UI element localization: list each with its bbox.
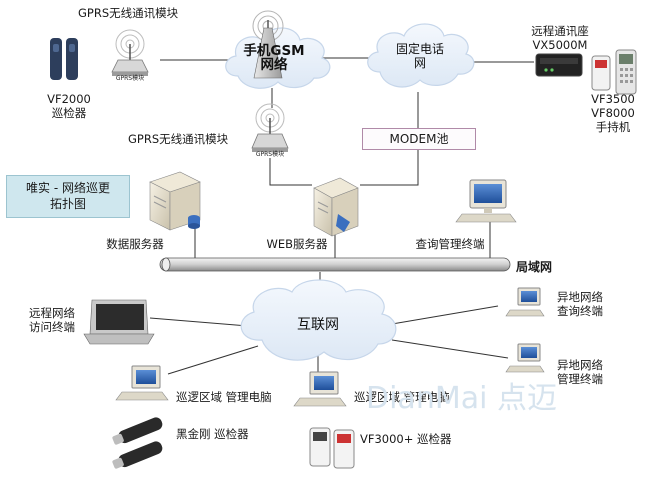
remote-mgmt-line-2: 管理终端 [557,372,603,386]
remote-query-line-1: 异地网络 [557,290,603,304]
diagram-title: 唯实 - 网络巡更 拓扑图 [6,175,130,218]
link-area-pc-1 [167,345,259,375]
gsm-cloud-line-2: 网络 [260,57,288,73]
lan-label: 局域网 [516,260,553,274]
gprs-top-label: GPRS无线通讯模块 [78,6,179,20]
gsm-cloud-line-1: 手机GSM [243,43,305,59]
remote-access-line-1: 远程网络 [29,306,75,320]
gprs-top-caption: GPRS模块 [115,75,145,82]
handheld-device-icon [591,49,637,95]
handheld-line-2: VF8000 [591,106,635,120]
vf3000-label: VF3000+ 巡检器 [360,432,452,446]
gprs-module-top-icon [111,29,149,76]
watermark: DianMai 点迈 [366,381,557,416]
handheld-line-3: 手持机 [595,120,631,134]
lan-bus [159,257,511,272]
link-remote-query [391,305,499,325]
internet-cloud [240,279,397,361]
handheld-label: VF3500 VF8000 手持机 [586,92,640,134]
remote-query-terminal-icon [505,287,545,317]
connection-lines [149,57,534,375]
remote-seat-line-1: 远程通讯座 [531,24,589,38]
link-gprs-web [269,158,312,186]
web-server-icon [313,177,359,237]
area-pc-1-icon [115,365,169,401]
link-remote-access [149,317,249,327]
fixed-cloud-line-1: 固定电话 [395,42,444,56]
remote-query-line-2: 查询终端 [557,304,603,318]
vf2000-line-2: 巡检器 [51,106,87,120]
web-server-label: WEB服务器 [266,237,328,251]
link-modem-web [360,150,419,186]
fixed-cloud-line-2: 网 [413,56,426,70]
diagram-title-line-2: 拓扑图 [49,197,86,211]
modem-pool-box: MODEM池 [362,128,476,150]
internet-cloud-label: 互联网 [297,317,339,333]
black-diamond-label: 黑金刚 巡检器 [176,427,249,441]
diagram-title-line-1: 唯实 - 网络巡更 [26,181,110,195]
link-remote-mgmt [391,339,509,359]
remote-access-line-2: 访问终端 [29,320,75,334]
gsm-tower-icon [252,10,284,79]
remote-mgmt-terminal-icon [505,343,545,373]
area-pc-1-label: 巡逻区域 管理电脑 [176,390,272,404]
remote-mgmt-label: 异地网络 管理终端 [552,358,608,386]
remote-mgmt-line-1: 异地网络 [557,358,603,372]
remote-seat-label: 远程通讯座 VX5000M [518,24,602,52]
vf2000-device-icon [50,38,78,80]
vf3000-device-icon [309,427,355,469]
fixed-phone-cloud-label: 固定电话 网 [384,42,456,70]
remote-seat-icon [535,53,583,77]
black-diamond-device-icon [112,417,163,469]
area-pc-2-label: 巡逻区域 管理电脑 [354,390,450,404]
data-server-label: 数据服务器 [106,237,164,251]
query-terminal-icon [455,179,517,223]
vf2000-line-1: VF2000 [47,92,91,106]
gprs-mid-label: GPRS无线通讯模块 [128,132,229,146]
gprs-module-mid-icon [251,103,289,152]
vf2000-label: VF2000 巡检器 [46,92,92,120]
gprs-mid-caption: GPRS模块 [255,151,285,158]
query-terminal-label: 查询管理终端 [415,237,485,251]
gsm-cloud-label: 手机GSM 网络 [238,44,310,72]
laptop-icon [83,299,155,345]
fixed-phone-cloud [367,23,475,88]
handheld-line-1: VF3500 [591,92,635,106]
area-pc-2-icon [293,371,347,407]
remote-seat-line-2: VX5000M [532,38,588,52]
data-server-icon [149,171,201,231]
remote-query-label: 异地网络 查询终端 [552,290,608,318]
remote-access-label: 远程网络 访问终端 [24,306,80,334]
